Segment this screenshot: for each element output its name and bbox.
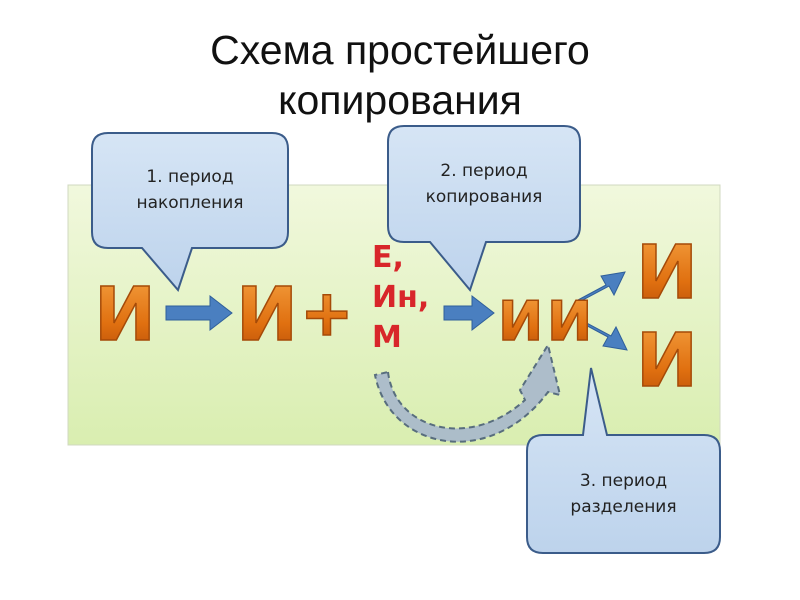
callout-bubble-1 <box>91 132 289 292</box>
callout-1-line1: 1. период <box>146 167 234 187</box>
callout-2-text: 2. период копирования <box>388 158 580 210</box>
info-symbol: И <box>94 272 156 358</box>
arrow-down-right-icon <box>577 320 628 351</box>
callout-2-line2: копирования <box>425 187 543 207</box>
callout-bubble-3 <box>526 367 721 554</box>
callout-3-line1: 3. период <box>579 471 668 491</box>
callout-3-text: 3. период разделения <box>527 468 720 520</box>
arrow-right-icon <box>165 294 233 332</box>
callout-bubble-2 <box>387 125 581 293</box>
callout-1-text: 1. период накопления <box>92 164 288 216</box>
resource-matter: М <box>372 320 402 355</box>
double-info-symbol-front: И <box>547 290 592 353</box>
arrow-up-right-icon <box>576 271 626 302</box>
resource-info: Ин, <box>372 280 430 315</box>
double-info-symbol-back: И <box>498 290 543 353</box>
info-symbol: И <box>236 272 298 358</box>
curved-return-arrow <box>373 342 562 443</box>
slide-title-line2: копирования <box>278 77 522 123</box>
info-symbol-copy-bottom: И <box>636 318 698 404</box>
slide-title-line1: Схема простейшего <box>210 27 590 73</box>
arrow-right-icon <box>443 294 495 332</box>
callout-2-line1: 2. период <box>440 161 528 181</box>
resource-energy: Е, <box>372 240 404 275</box>
plus-symbol: + <box>300 277 354 351</box>
resources-label: Е, Ин, М <box>372 238 429 358</box>
info-symbol-copy-top: И <box>636 230 698 316</box>
callout-3-line2: разделения <box>570 497 677 517</box>
callout-1-line2: накопления <box>136 193 244 213</box>
